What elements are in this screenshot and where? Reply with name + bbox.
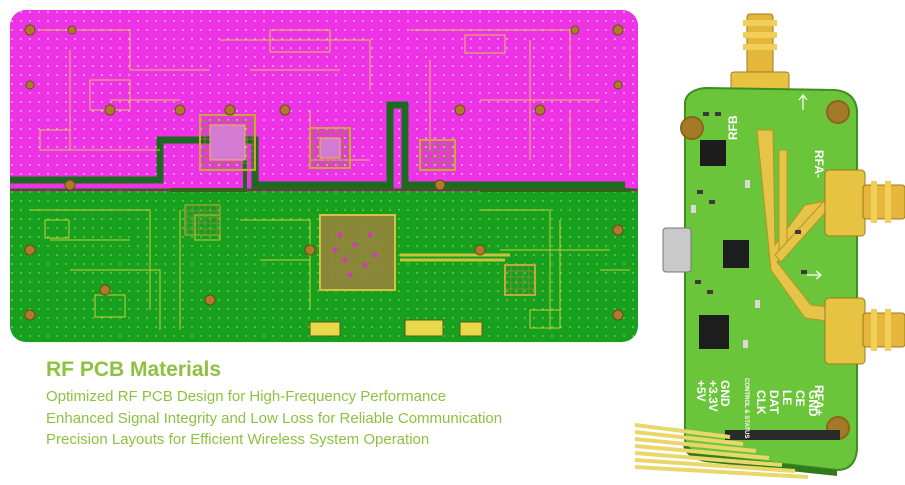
pin-label: LE bbox=[780, 390, 794, 405]
control-header-label: CONTROL & STATUS bbox=[743, 378, 749, 438]
headline: RF PCB Materials bbox=[46, 358, 222, 381]
pcb-layout-image bbox=[10, 10, 638, 342]
feature-line-3: Precision Layouts for Efficient Wireless… bbox=[46, 431, 430, 448]
label-rfa-plus: RFA+ bbox=[812, 385, 826, 416]
pin-header bbox=[634, 423, 840, 479]
label-rfb: RFB bbox=[726, 115, 740, 140]
feature-line-2: Enhanced Signal Integrity and Low Loss f… bbox=[46, 409, 503, 427]
rf-board-image: RFB RFA- RFA+ +5V +3.3V GND CLK DAT LE C… bbox=[634, 13, 905, 479]
pin-label: GND bbox=[806, 390, 820, 417]
pin-label: DAT bbox=[767, 390, 781, 414]
pin-label: +5V bbox=[694, 380, 708, 402]
pin-label: +3.3V bbox=[706, 380, 720, 412]
pin-labels: +5V +3.3V GND CLK DAT LE CE GND CONTROL … bbox=[694, 378, 820, 438]
feature-copy: RF PCB Materials Optimized RF PCB Design… bbox=[46, 358, 606, 451]
label-rfa-minus: RFA- bbox=[812, 150, 826, 178]
sma-connector-right-upper bbox=[824, 169, 905, 237]
pin-label: GND bbox=[718, 380, 732, 407]
pin-label: CLK bbox=[754, 390, 768, 415]
feature-line-1: Optimized RF PCB Design for High-Frequen… bbox=[46, 388, 447, 405]
sma-connector-right-lower bbox=[824, 297, 905, 365]
pin-label: CE bbox=[793, 390, 807, 407]
